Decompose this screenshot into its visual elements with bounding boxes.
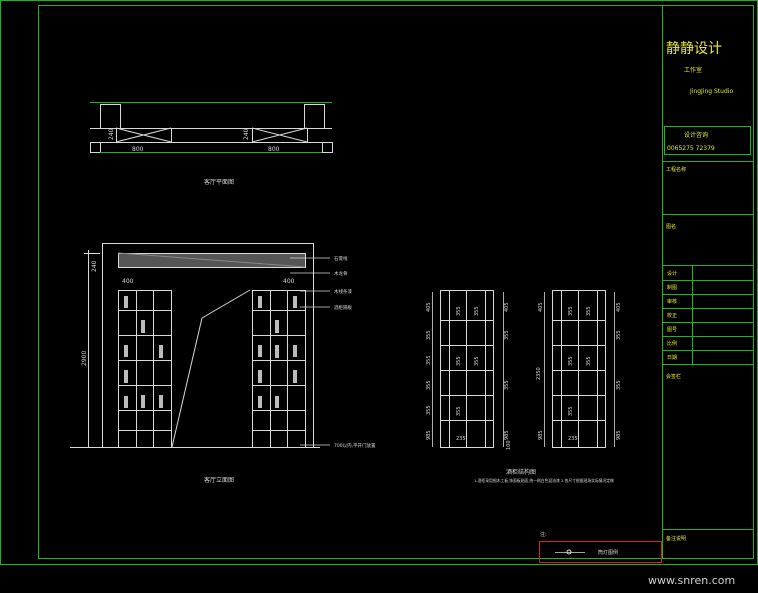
structure-dim: 405: [426, 302, 432, 312]
structure-dim: 355: [616, 380, 622, 390]
structure-dim: 405: [616, 302, 622, 312]
bottle-icon: [275, 396, 279, 408]
callout-label: 木龙骨: [334, 270, 348, 277]
elevation-dimensions: [84, 250, 100, 448]
shelf-label: 355: [474, 356, 480, 366]
structure-dim: 985: [616, 430, 622, 440]
cabinet-structure-left: [440, 290, 494, 448]
bottle-icon: [275, 320, 279, 333]
bottle-icon: [124, 370, 128, 383]
structure-title: 酒柜结构图: [506, 468, 536, 476]
elevation-top-dim: 240: [91, 260, 98, 272]
row-label: 图号: [667, 327, 677, 333]
brand-subtitle: 工作室: [684, 66, 702, 74]
callout-label: 酒柜隔板: [334, 304, 352, 311]
bottle-icon: [124, 396, 128, 408]
living-room-plan: [90, 102, 333, 153]
shelf-label: 355: [586, 356, 592, 366]
row-label: 制图: [667, 284, 677, 291]
bottle-icon: [141, 320, 145, 333]
bottle-icon: [258, 370, 262, 383]
structure-note: 1.酒柜采用细木工板,饰面板贴面,统一刷白色混油漆 2.各尺寸根据现场实际情况定…: [474, 478, 614, 483]
row-label: 审核: [667, 298, 677, 305]
shelf-label: 355: [456, 306, 462, 316]
elevation-height-dim: 2900: [81, 351, 88, 366]
row-label: 设计: [667, 270, 677, 277]
plan-title: 客厅平面图: [204, 178, 234, 186]
structure-dim: 355: [426, 355, 432, 365]
structure-dim: 355: [426, 380, 432, 390]
structure-dim: 985: [538, 430, 544, 440]
shelf-label: 235: [568, 436, 578, 442]
bottle-icon: [275, 345, 279, 358]
title-block-rows: 设计 制图 审核 校正 图号 比例 日期: [667, 270, 677, 361]
bottle-icon: [258, 345, 262, 357]
dim-label: 800: [132, 146, 144, 153]
watermark: www.snren.com: [648, 574, 735, 587]
legend-mark: 注:: [540, 531, 547, 538]
drawing-frame: [0, 0, 758, 565]
row-label: 比例: [667, 340, 677, 347]
shelf-label: 355: [586, 306, 592, 316]
structure-dim: 985: [504, 430, 510, 440]
downlight-icon: [566, 549, 572, 555]
elevation-callouts: [290, 257, 330, 446]
remark-label: 备注说明: [666, 535, 686, 542]
elevation-right-dim: 400: [283, 278, 295, 285]
brand-title: 静静设计: [666, 41, 722, 57]
bottle-icon: [258, 296, 262, 308]
shelf-label: 355: [568, 356, 574, 366]
wine-bottles: [124, 296, 297, 408]
shelf-label: 355: [568, 406, 574, 416]
bottle-icon: [159, 345, 163, 358]
structure-dim: 405: [504, 302, 510, 312]
row-label: 校正: [667, 312, 677, 319]
cabinet-structure-right: [552, 290, 606, 448]
cabinet-dim-lines: [432, 292, 615, 447]
bottle-icon: [293, 370, 297, 383]
callout-label: 700以内,平开门放置: [334, 442, 376, 449]
shelf-label: 355: [568, 306, 574, 316]
structure-dim: 355: [504, 380, 510, 390]
bottle-icon: [159, 395, 163, 408]
structure-dim: 2350: [536, 367, 542, 380]
structure-dim: 355: [616, 330, 622, 340]
structure-dim: 100: [506, 440, 512, 450]
project-label: 工程名称: [666, 166, 686, 173]
dim-label: 800: [268, 146, 280, 153]
elevation-left-dim: 400: [122, 278, 134, 285]
elevation-title: 客厅立面图: [204, 476, 234, 484]
notes-label: 会签栏: [666, 373, 681, 380]
structure-dim: 405: [538, 302, 544, 312]
bottle-icon: [293, 296, 297, 308]
legend-text: 筒灯图例: [598, 549, 618, 556]
bottle-icon: [141, 395, 145, 408]
bottle-icon: [124, 345, 128, 357]
structure-dim: 355: [426, 405, 432, 415]
shelf-label: 355: [456, 406, 462, 416]
plan-dimensions: 240 800 240 800: [108, 128, 280, 153]
row-label: 日期: [667, 355, 677, 361]
shelf-label: 355: [474, 306, 480, 316]
dim-label: 240: [108, 128, 115, 140]
dim-label: 240: [243, 128, 250, 140]
bottle-icon: [293, 345, 297, 357]
structure-dim: 355: [504, 330, 510, 340]
drawing-label: 图名: [666, 223, 676, 230]
callout-label: 木线条漆: [334, 288, 352, 295]
structure-dim: 985: [426, 430, 432, 440]
callout-label: 石膏线: [334, 255, 348, 262]
contact-label: 设计咨询: [684, 131, 708, 139]
shelf-label: 235: [456, 436, 466, 442]
living-room-elevation: [70, 243, 320, 448]
bottle-icon: [124, 296, 128, 308]
contact-phone: 0065275 72379: [667, 145, 715, 152]
structure-dim: 355: [426, 330, 432, 340]
bottle-icon: [258, 396, 262, 408]
legend-box: [539, 541, 662, 563]
shelf-label: 355: [456, 356, 462, 366]
brand-english: JingJing Studio: [689, 88, 733, 95]
